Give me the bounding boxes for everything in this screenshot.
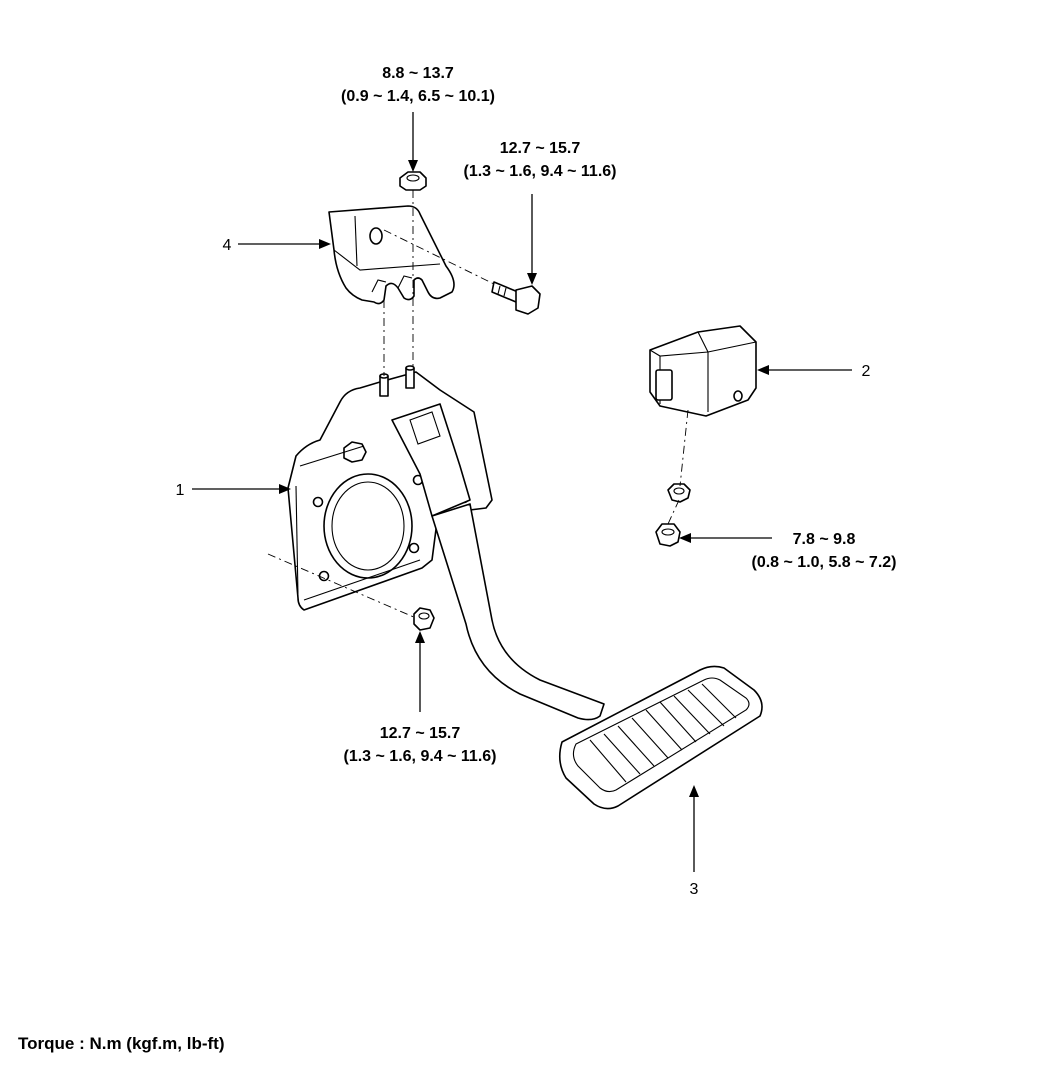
- switch-nut-lower: [655, 523, 681, 547]
- torque-units-legend: Torque : N.m (kgf.m, lb-ft): [18, 1034, 225, 1053]
- torque-bracket-bolt-line2: (1.3 ~ 1.6, 9.4 ~ 11.6): [464, 163, 617, 180]
- torque-top-nut-line2: (0.9 ~ 1.4, 6.5 ~ 10.1): [341, 88, 495, 105]
- callout-4: 4: [223, 237, 232, 254]
- pedal-pad-part: [558, 665, 763, 810]
- torque-lower-nut-line2: (1.3 ~ 1.6, 9.4 ~ 11.6): [344, 748, 497, 765]
- switch-nut-upper: [667, 483, 691, 503]
- bracket-bolt: [491, 281, 541, 315]
- torque-lower-nut-line1: 12.7 ~ 15.7: [380, 725, 461, 742]
- pedal-member-part: [287, 365, 493, 611]
- torque-top-nut-line1: 8.8 ~ 13.7: [382, 65, 454, 82]
- upper-bracket-part: [328, 205, 455, 305]
- callout-1: 1: [176, 482, 185, 499]
- top-nut: [399, 171, 427, 191]
- torque-switch-nut-line1: 7.8 ~ 9.8: [793, 531, 856, 548]
- callout-3: 3: [690, 881, 699, 898]
- assembly-centerlines: [267, 190, 689, 619]
- stop-lamp-switch-part: [649, 325, 757, 417]
- callout-2: 2: [862, 363, 871, 380]
- torque-bracket-bolt-line1: 12.7 ~ 15.7: [500, 140, 581, 157]
- pedal-arm-part: [431, 503, 605, 721]
- leader-lines: [192, 112, 852, 872]
- lower-nut: [413, 607, 435, 631]
- torque-switch-nut-line2: (0.8 ~ 1.0, 5.8 ~ 7.2): [752, 554, 897, 571]
